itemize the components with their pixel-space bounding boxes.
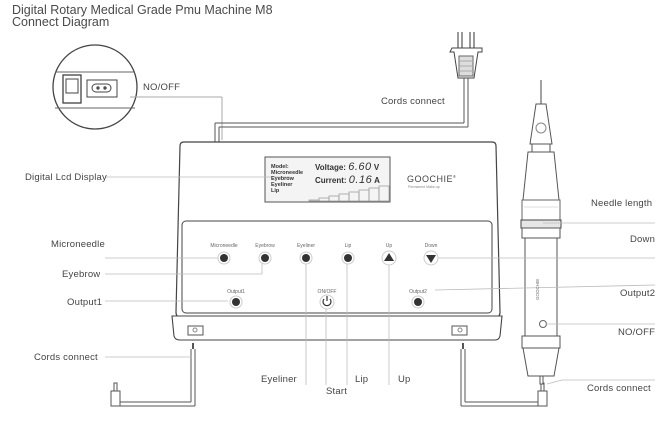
- pen-handpiece: [520, 80, 562, 385]
- needle-length-ring: [520, 219, 562, 229]
- voltage-value: 6.60: [348, 161, 372, 173]
- current-label: Current:: [315, 176, 347, 185]
- brand-tagline: Permanent Make-up: [408, 185, 440, 189]
- brand-name: GOOCHIE: [407, 174, 454, 184]
- panel-label-eyebrow: Eyebrow: [255, 243, 275, 249]
- lcd-model-label: Model:: [271, 164, 289, 170]
- leader-cords-right: [546, 379, 563, 385]
- current-unit: A: [374, 176, 380, 185]
- callout-cords-connect-top: Cords connect: [381, 96, 445, 107]
- callout-output2: Output2: [620, 288, 656, 299]
- callout-no-off-top: NO/OFF: [143, 82, 181, 93]
- voltage-label: Voltage:: [315, 163, 346, 172]
- panel-buttons: [217, 250, 439, 310]
- lcd-voltage-readout: Voltage: 6.60 V: [315, 161, 379, 173]
- callout-digital-lcd-display: Digital Lcd Display: [25, 172, 107, 183]
- panel-label-up: Up: [385, 243, 393, 249]
- lcd-model-eyeliner: Eyeliner: [271, 182, 293, 188]
- rocker-switch-icon: [62, 74, 82, 104]
- power-plug-icon: [449, 32, 483, 79]
- lcd-current-readout: Current: 0.16 A: [315, 174, 380, 186]
- callout-cords-connect-left: Cords connect: [34, 352, 98, 363]
- brand-logo: GOOCHIE®: [407, 174, 456, 184]
- left-cord-plug: [110, 390, 121, 407]
- callout-cords-connect-right: Cords connect: [587, 383, 651, 394]
- callout-lip: Lip: [355, 374, 369, 385]
- callout-eyeliner: Eyeliner: [261, 374, 297, 385]
- callout-down: Down: [630, 234, 656, 245]
- callout-no-off-pen: NO/OFF: [618, 327, 656, 338]
- eyebrow-button: [258, 251, 272, 265]
- callout-up: Up: [398, 374, 411, 385]
- current-value: 0.16: [348, 174, 373, 186]
- panel-label-output2: Output2: [409, 289, 427, 295]
- panel-label-eyeliner: Eyeliner: [296, 243, 316, 249]
- brand-registered-mark: ®: [453, 174, 457, 179]
- callout-eyebrow: Eyebrow: [62, 269, 101, 280]
- eyeliner-button: [299, 251, 313, 265]
- panel-label-output1: Output1: [227, 289, 245, 295]
- right-cord-plug: [537, 390, 548, 407]
- pen-brand-text: GOOCHIE: [535, 278, 540, 300]
- microneedle-button: [217, 251, 231, 265]
- callout-microneedle: Microneedle: [51, 239, 105, 250]
- lcd-model-lip: Lip: [271, 188, 280, 194]
- callout-needle-length: Needle length: [591, 198, 653, 209]
- panel-label-microneedle: Microneedle: [210, 243, 238, 249]
- callout-start: Start: [326, 386, 348, 397]
- panel-label-on-off: ON/OFF: [317, 289, 337, 295]
- leader-output2: [434, 284, 656, 291]
- lip-button: [341, 251, 355, 265]
- title-line-1: Digital Rotary Medical Grade Pmu Machine…: [12, 3, 273, 17]
- control-panel: [181, 220, 493, 314]
- output2-button: [411, 295, 425, 309]
- output1-port: [187, 325, 204, 336]
- voltage-unit: V: [373, 163, 380, 172]
- output1-button: [229, 295, 243, 309]
- callout-output1: Output1: [67, 297, 103, 308]
- on-off-button: [319, 294, 335, 310]
- title-line-2: Connect Diagram: [12, 15, 110, 29]
- down-button: [423, 250, 439, 266]
- panel-label-lip: Lip: [344, 243, 352, 249]
- diagram-title: Digital Rotary Medical Grade Pmu Machine…: [12, 3, 273, 29]
- lcd-model-microneedle: Microneedle: [271, 170, 304, 176]
- output2-port: [451, 325, 468, 336]
- power-socket-icon: [86, 79, 118, 98]
- panel-label-down: Down: [424, 243, 438, 249]
- up-button: [381, 250, 397, 266]
- lcd-model-eyebrow: Eyebrow: [271, 176, 294, 182]
- lcd-model-list: Model: Microneedle Eyebrow Eyeliner Lip: [271, 164, 303, 194]
